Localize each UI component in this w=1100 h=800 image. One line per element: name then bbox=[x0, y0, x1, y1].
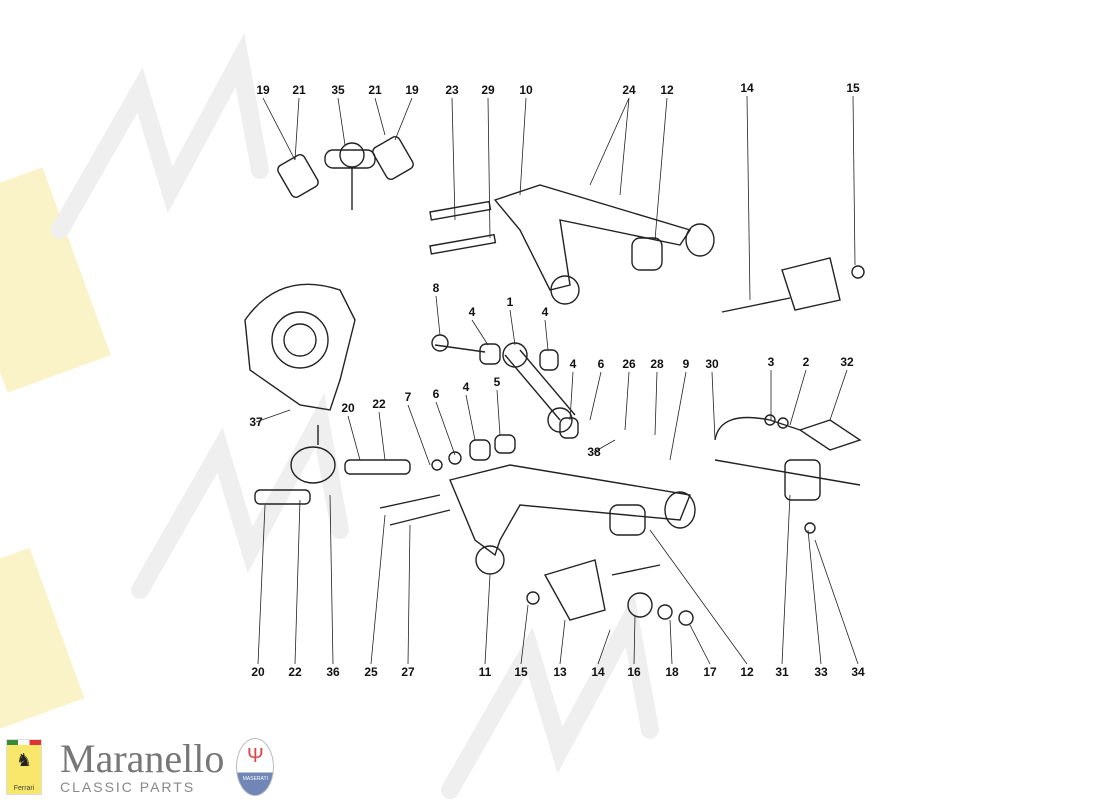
callout-8: 8 bbox=[432, 281, 440, 295]
callout-17: 17 bbox=[703, 665, 717, 679]
callout-19: 19 bbox=[256, 83, 270, 97]
callout-16: 16 bbox=[627, 665, 641, 679]
callout-35: 35 bbox=[331, 83, 345, 97]
watermark-stroke bbox=[441, 593, 659, 799]
brand-subtitle: CLASSIC PARTS bbox=[60, 779, 196, 795]
callout-26: 26 bbox=[622, 357, 636, 371]
callout-2: 2 bbox=[802, 355, 810, 369]
callout-4: 4 bbox=[541, 305, 549, 319]
callout-32: 32 bbox=[840, 355, 854, 369]
callout-6: 6 bbox=[432, 387, 440, 401]
callout-14: 14 bbox=[740, 81, 754, 95]
callout-29: 29 bbox=[481, 83, 495, 97]
callout-4: 4 bbox=[462, 380, 470, 394]
bracket-upper-right bbox=[721, 257, 865, 313]
brand-name: Maranello bbox=[60, 736, 225, 781]
callout-11: 11 bbox=[478, 665, 492, 679]
callout-12: 12 bbox=[660, 83, 674, 97]
callout-21: 21 bbox=[292, 83, 306, 97]
callout-25: 25 bbox=[364, 665, 378, 679]
callout-15: 15 bbox=[846, 81, 860, 95]
callout-5: 5 bbox=[493, 375, 501, 389]
steering-knuckle bbox=[244, 283, 356, 411]
callout-1: 1 bbox=[506, 295, 514, 309]
callout-19: 19 bbox=[405, 83, 419, 97]
ferrari-text: Ferrari bbox=[13, 785, 35, 792]
callout-3: 3 bbox=[767, 355, 775, 369]
watermark-stroke bbox=[131, 393, 349, 599]
callout-37: 37 bbox=[249, 415, 263, 429]
callout-23: 23 bbox=[445, 83, 459, 97]
callout-6: 6 bbox=[597, 357, 605, 371]
link-1 bbox=[431, 334, 579, 439]
watermark-stroke bbox=[51, 33, 269, 239]
callout-4: 4 bbox=[468, 305, 476, 319]
callout-12: 12 bbox=[740, 665, 754, 679]
callout-34: 34 bbox=[851, 665, 865, 679]
leader-lines bbox=[255, 95, 859, 665]
callout-21: 21 bbox=[368, 83, 382, 97]
callout-27: 27 bbox=[401, 665, 415, 679]
ferrari-shield-icon: ♞ Ferrari bbox=[6, 739, 42, 795]
callout-9: 9 bbox=[682, 357, 690, 371]
stabilizer-bar bbox=[714, 414, 862, 534]
callout-33: 33 bbox=[814, 665, 828, 679]
callout-36: 36 bbox=[326, 665, 340, 679]
callout-24: 24 bbox=[622, 83, 636, 97]
callout-22: 22 bbox=[372, 397, 386, 411]
callout-18: 18 bbox=[665, 665, 679, 679]
callout-20: 20 bbox=[251, 665, 265, 679]
bracket-lower bbox=[526, 559, 694, 626]
callout-13: 13 bbox=[553, 665, 567, 679]
callout-7: 7 bbox=[404, 390, 412, 404]
callout-30: 30 bbox=[705, 357, 719, 371]
upper-arm bbox=[429, 184, 715, 305]
callout-20: 20 bbox=[341, 401, 355, 415]
callout-22: 22 bbox=[288, 665, 302, 679]
maserati-text: MASERATI bbox=[242, 776, 268, 782]
callout-31: 31 bbox=[775, 665, 789, 679]
callout-4: 4 bbox=[569, 357, 577, 371]
ball-joint-upper bbox=[277, 136, 414, 210]
lower-arm bbox=[431, 434, 696, 575]
callout-10: 10 bbox=[519, 83, 533, 97]
callout-15: 15 bbox=[514, 665, 528, 679]
callout-28: 28 bbox=[650, 357, 664, 371]
callout-38: 38 bbox=[587, 445, 601, 459]
callout-14: 14 bbox=[591, 665, 605, 679]
lower-ball-joint bbox=[254, 425, 451, 526]
